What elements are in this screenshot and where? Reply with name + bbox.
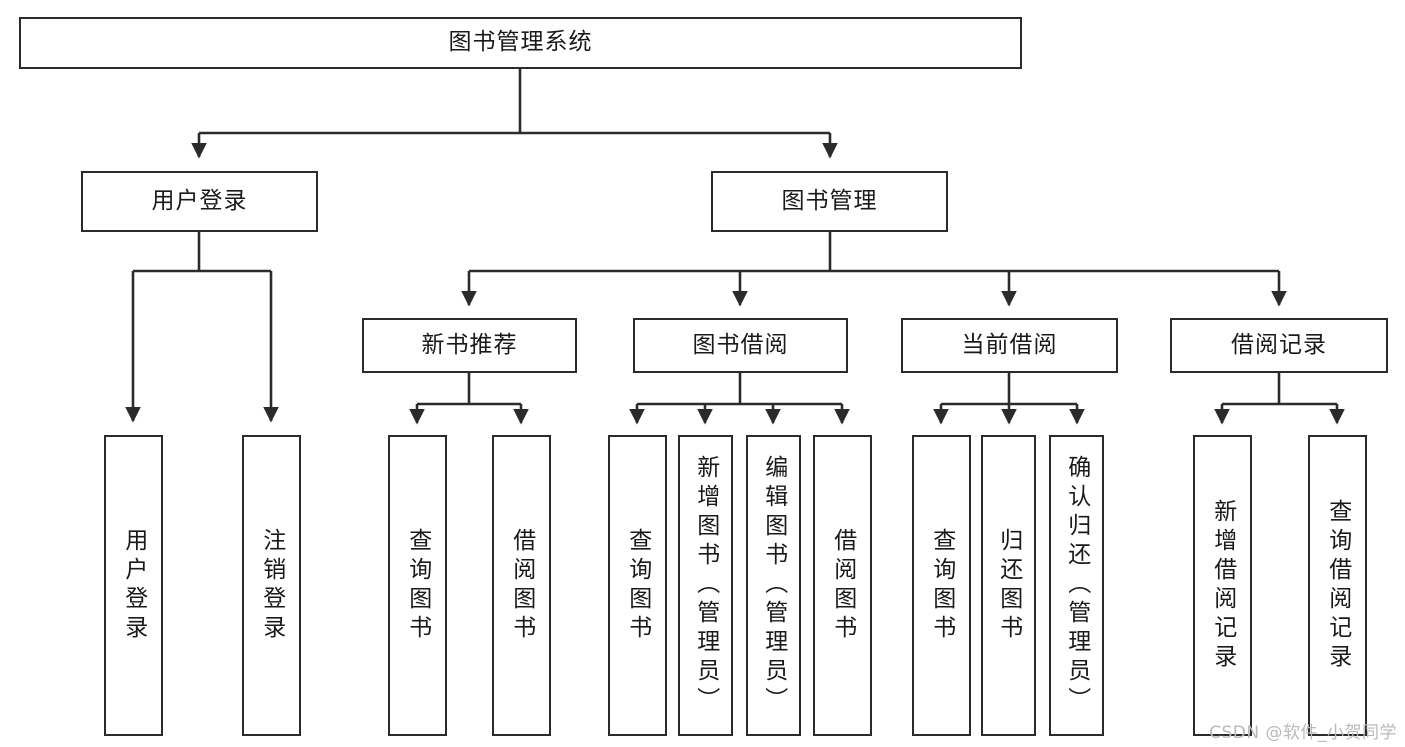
- node-leaf-add-book-label: 新增图书（管理员）: [692, 455, 719, 716]
- node-leaf-logout[interactable]: 注销登录: [242, 435, 301, 736]
- node-root-label: 图书管理系统: [448, 29, 593, 56]
- node-leaf-return-book-label: 归还图书: [995, 527, 1022, 644]
- node-leaf-return-book[interactable]: 归还图书: [981, 435, 1036, 736]
- node-leaf-query-book-1[interactable]: 查询图书: [388, 435, 447, 736]
- node-leaf-confirm-return-label: 确认归还（管理员）: [1063, 455, 1090, 716]
- node-user-login-label: 用户登录: [151, 187, 248, 214]
- node-leaf-add-record[interactable]: 新增借阅记录: [1193, 435, 1252, 736]
- node-leaf-query-book-2[interactable]: 查询图书: [608, 435, 667, 736]
- node-leaf-query-book-2-label: 查询图书: [624, 527, 651, 644]
- node-leaf-borrow-book-1[interactable]: 借阅图书: [492, 435, 551, 736]
- node-borrow-record[interactable]: 借阅记录: [1170, 318, 1388, 373]
- node-book-manage-label: 图书管理: [781, 187, 878, 214]
- node-new-book-rec[interactable]: 新书推荐: [362, 318, 577, 373]
- node-leaf-borrow-book-2-label: 借阅图书: [829, 527, 856, 644]
- node-leaf-edit-book[interactable]: 编辑图书（管理员）: [746, 435, 801, 736]
- node-leaf-edit-book-label: 编辑图书（管理员）: [760, 455, 787, 716]
- node-user-login[interactable]: 用户登录: [81, 171, 318, 232]
- node-current-borrow-label: 当前借阅: [961, 331, 1058, 358]
- node-leaf-query-book-1-label: 查询图书: [404, 527, 431, 644]
- node-root[interactable]: 图书管理系统: [19, 17, 1022, 69]
- node-leaf-query-book-3-label: 查询图书: [928, 527, 955, 644]
- node-book-borrow[interactable]: 图书借阅: [633, 318, 848, 373]
- node-leaf-query-record-label: 查询借阅记录: [1324, 498, 1351, 673]
- node-leaf-user-login-label: 用户登录: [120, 527, 147, 644]
- node-book-borrow-label: 图书借阅: [692, 331, 789, 358]
- node-leaf-borrow-book-2[interactable]: 借阅图书: [813, 435, 872, 736]
- node-leaf-confirm-return[interactable]: 确认归还（管理员）: [1049, 435, 1104, 736]
- node-leaf-query-record[interactable]: 查询借阅记录: [1308, 435, 1367, 736]
- node-new-book-rec-label: 新书推荐: [421, 331, 518, 358]
- node-leaf-add-book[interactable]: 新增图书（管理员）: [678, 435, 733, 736]
- node-leaf-user-login[interactable]: 用户登录: [104, 435, 163, 736]
- node-leaf-add-record-label: 新增借阅记录: [1209, 498, 1236, 673]
- node-leaf-logout-label: 注销登录: [258, 527, 285, 644]
- node-leaf-query-book-3[interactable]: 查询图书: [912, 435, 971, 736]
- csdn-watermark: CSDN @软件_小贺同学: [1209, 723, 1397, 743]
- node-current-borrow[interactable]: 当前借阅: [901, 318, 1118, 373]
- node-borrow-record-label: 借阅记录: [1231, 331, 1327, 358]
- node-leaf-borrow-book-1-label: 借阅图书: [508, 527, 535, 644]
- node-book-manage[interactable]: 图书管理: [711, 171, 948, 232]
